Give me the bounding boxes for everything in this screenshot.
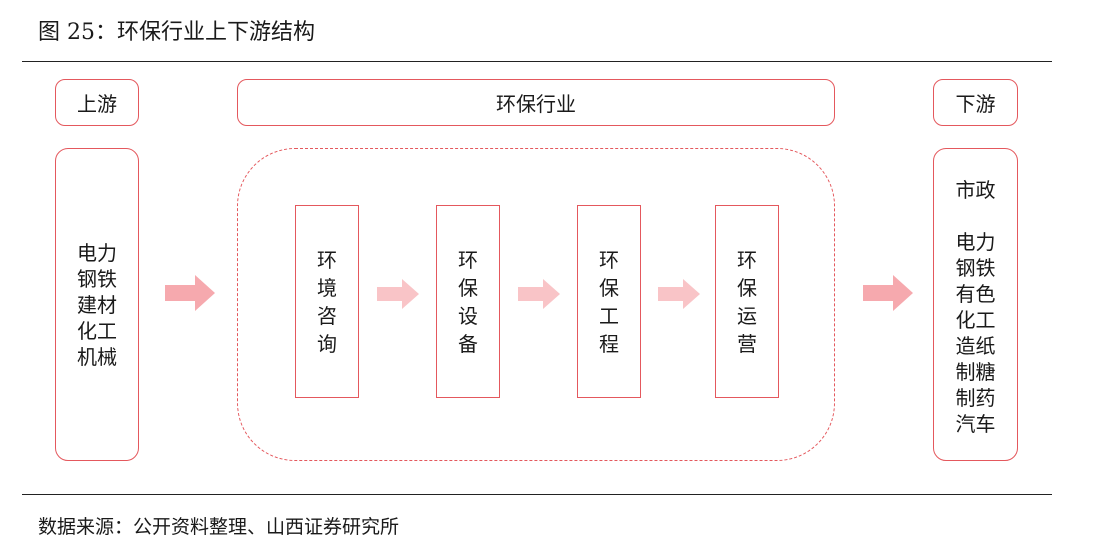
stage-char: 保 — [458, 275, 478, 300]
downstream-item: 电力 — [955, 230, 996, 254]
figure-title: 图 25：环保行业上下游结构 — [38, 20, 315, 45]
arrow-right-icon — [518, 279, 560, 309]
stage-operation: 环 保 运 营 — [715, 205, 779, 398]
stage-char: 程 — [599, 331, 619, 356]
arrow-right-icon — [863, 275, 913, 311]
stage-char: 境 — [317, 275, 337, 300]
downstream-item: 化工 — [955, 308, 996, 332]
stage-char: 设 — [458, 303, 478, 328]
upstream-item: 钢铁 — [77, 266, 117, 291]
downstream-header: 下游 — [933, 79, 1018, 126]
downstream-item: 汽车 — [955, 412, 996, 436]
industry-header: 环保行业 — [237, 79, 835, 126]
upstream-box: 电力 钢铁 建材 化工 机械 — [55, 148, 139, 461]
downstream-item: 市政 — [955, 178, 996, 202]
industry-chain-container — [237, 148, 835, 461]
downstream-item: 制糖 — [955, 360, 996, 384]
stage-char: 保 — [599, 275, 619, 300]
stage-char: 环 — [599, 247, 619, 272]
downstream-item: 造纸 — [955, 334, 996, 358]
stage-char: 询 — [317, 331, 337, 356]
downstream-item: 有色 — [955, 282, 996, 306]
stage-engineering: 环 保 工 程 — [577, 205, 641, 398]
stage-equipment: 环 保 设 备 — [436, 205, 500, 398]
upstream-item: 机械 — [77, 344, 117, 369]
stage-char: 环 — [737, 247, 757, 272]
stage-char: 工 — [599, 303, 619, 328]
stage-char: 营 — [737, 331, 757, 356]
stage-char: 环 — [317, 247, 337, 272]
upstream-header: 上游 — [55, 79, 139, 126]
upstream-item: 电力 — [77, 240, 117, 265]
arrow-right-icon — [165, 275, 215, 311]
top-rule — [22, 61, 1052, 62]
downstream-item: 制药 — [955, 386, 996, 410]
upstream-list: 电力 钢铁 建材 化工 机械 — [67, 240, 127, 370]
stage-char: 备 — [458, 331, 478, 356]
downstream-list: 电力 钢铁 有色 化工 造纸 制糖 制药 汽车 — [946, 229, 1006, 437]
upstream-item: 建材 — [77, 292, 117, 317]
bottom-rule — [22, 494, 1052, 495]
stage-char: 保 — [737, 275, 757, 300]
upstream-item: 化工 — [77, 318, 117, 343]
stage-consulting: 环 境 咨 询 — [295, 205, 359, 398]
downstream-box: 市政 电力 钢铁 有色 化工 造纸 制糖 制药 汽车 — [933, 148, 1018, 461]
figure-source: 数据来源：公开资料整理、山西证券研究所 — [38, 516, 400, 538]
stage-char: 环 — [458, 247, 478, 272]
arrow-right-icon — [658, 279, 700, 309]
stage-char: 运 — [737, 303, 757, 328]
arrow-right-icon — [377, 279, 419, 309]
stage-char: 咨 — [317, 303, 337, 328]
downstream-item: 钢铁 — [955, 256, 996, 280]
